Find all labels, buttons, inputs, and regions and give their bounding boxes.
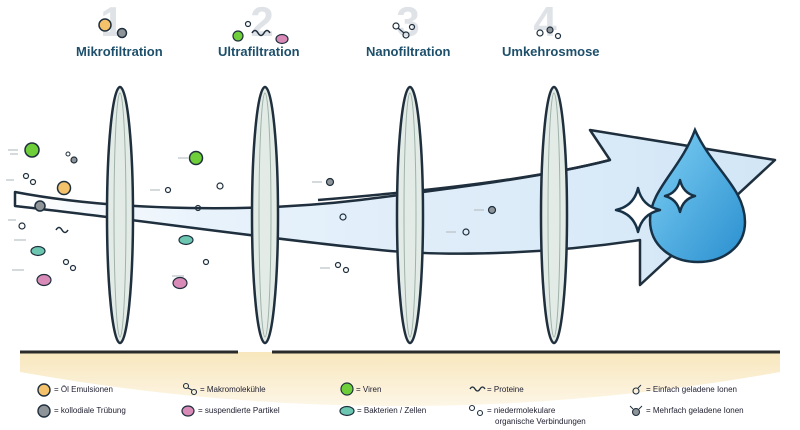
legend-low-molecular: = niedermolekulare	[487, 406, 556, 415]
sparkle-large-icon	[614, 186, 662, 234]
stage-1-icons	[98, 18, 128, 39]
legend-band	[20, 352, 780, 406]
flow-arrow-top-edge	[317, 158, 611, 202]
sparkle-small-icon	[663, 178, 697, 214]
membrane-2	[250, 85, 280, 345]
legend-single-ion: = Einfach geladene Ionen	[646, 385, 737, 394]
stage-4-particles	[446, 205, 497, 236]
legend-organic: organische Verbindungen	[495, 417, 586, 426]
stage-number-2: 2	[250, 0, 273, 45]
stage-4-icons	[536, 26, 562, 40]
legend-protein: = Proteine	[487, 385, 524, 394]
membrane-1	[105, 85, 135, 345]
stage-number-3: 3	[396, 0, 419, 45]
stage-2-icons	[232, 20, 289, 45]
legend-bacteria: = Bakterien / Zellen	[357, 406, 427, 415]
stage-title-1: Mikrofiltration	[76, 44, 163, 59]
stage-3-icons	[392, 22, 416, 39]
stage-title-3: Nanofiltration	[366, 44, 451, 59]
stage-3-particles	[312, 177, 350, 274]
stage-title-4: Umkehrosmose	[502, 44, 600, 59]
legend-macromolecule: = Makromolekühle	[200, 385, 266, 394]
legend-virus: = Viren	[356, 385, 382, 394]
stage-number-4: 4	[533, 0, 557, 45]
legend-oil-emulsion: = Öl Emulsionen	[54, 385, 113, 394]
legend-suspended: = suspendierte Partikel	[198, 406, 280, 415]
water-drop-icon	[648, 126, 747, 264]
membrane-4	[539, 85, 569, 345]
legend-multi-ion: = Mehrfach geladene Ionen	[646, 406, 744, 415]
legend-icons	[37, 382, 643, 418]
membrane-3	[395, 85, 425, 345]
stage-2-particles	[150, 150, 224, 290]
feed-particles	[6, 142, 78, 287]
stage-title-2: Ultrafiltration	[218, 44, 300, 59]
legend-colloidal: = kollodiale Trübung	[54, 406, 126, 415]
